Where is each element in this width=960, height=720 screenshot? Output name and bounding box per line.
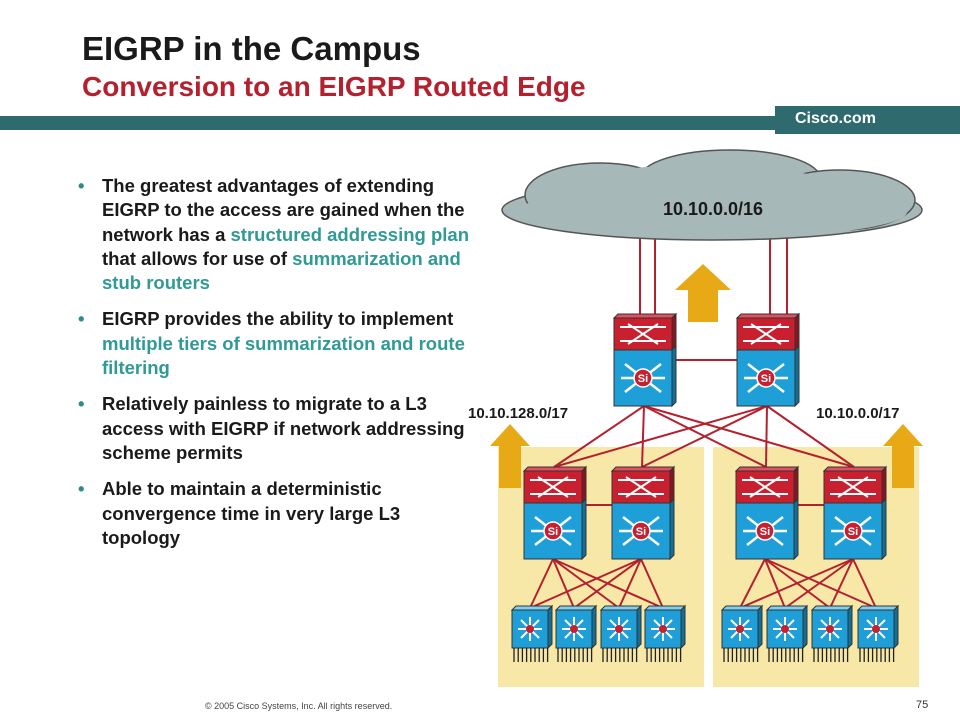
up-arrow-icon: [490, 424, 530, 488]
bullet-text: The greatest advantages of extending EIG…: [102, 175, 465, 245]
network-link: [529, 558, 554, 609]
copyright: © 2005 Cisco Systems, Inc. All rights re…: [205, 701, 393, 711]
switch-badge: Si: [848, 526, 858, 538]
switch-badge: Si: [636, 526, 646, 538]
distribution-switch-icon: Si: [734, 465, 800, 561]
bullet-text: Relatively painless to migrate to a L3 a…: [102, 393, 465, 463]
network-link: [640, 558, 664, 609]
network-link: [784, 558, 854, 609]
bullet-text: Able to maintain a deterministic converg…: [102, 478, 401, 548]
brand-tab: Cisco.com: [775, 106, 960, 134]
network-links: [529, 226, 877, 609]
page-number: 75: [916, 699, 929, 711]
access-switch-icon: [765, 604, 809, 662]
left-subnet-label: 10.10.128.0/17: [468, 405, 568, 422]
network-link: [739, 558, 854, 609]
network-link: [739, 558, 766, 609]
network-link: [552, 558, 575, 609]
access-switch-icon: [554, 604, 598, 662]
bullet-item: • Relatively painless to migrate to a L3…: [78, 393, 465, 463]
network-link: [553, 405, 768, 468]
distribution-switch-icon: Si: [822, 465, 888, 561]
network-link: [618, 558, 642, 609]
network-link: [829, 558, 854, 609]
bullet-item: • EIGRP provides the ability to implemen…: [78, 308, 465, 379]
access-switch-icon: [856, 604, 900, 662]
access-switch-icon: [643, 604, 687, 662]
bullet-highlight: multiple tiers of summarization and rout…: [102, 332, 465, 379]
network-link: [553, 405, 645, 468]
slide-subtitle: Conversion to an EIGRP Routed Edge: [82, 71, 586, 102]
access-switch-icon: [720, 604, 764, 662]
bullet-text: that allows for use of: [102, 247, 293, 269]
slide-title: EIGRP in the Campus: [82, 30, 421, 67]
bullet-text: EIGRP provides the ability to implement: [102, 308, 454, 330]
bullet-list: • The greatest advantages of extending E…: [78, 174, 478, 562]
up-arrow-icon: [675, 264, 731, 322]
access-switch-icon: [510, 604, 554, 662]
bullet-highlight: structured addressing plan: [230, 223, 470, 245]
network-link: [641, 405, 768, 468]
header-bar: [0, 116, 960, 130]
bullet-highlight: summarization and stub routers: [102, 247, 461, 294]
core-switch-icon: Si: [735, 312, 801, 408]
access-switch-icon: [599, 604, 643, 662]
right-subnet-label: 10.10.0.0/17: [816, 405, 899, 422]
network-link: [643, 405, 855, 468]
network-link: [573, 558, 642, 609]
bullet-item: • The greatest advantages of extending E…: [78, 175, 470, 294]
network-link: [764, 558, 786, 609]
access-switch-icon: [810, 604, 854, 662]
brand-label: Cisco.com: [795, 110, 876, 127]
distribution-switch-icon: Si: [522, 465, 588, 561]
cloud-label: 10.10.0.0/16: [663, 199, 763, 219]
distribution-switch-icon: Si: [610, 465, 676, 561]
network-link: [529, 558, 642, 609]
switch-badge: Si: [761, 373, 771, 385]
switch-badge: Si: [638, 373, 648, 385]
network-link: [852, 558, 877, 609]
up-arrow-icon: [883, 424, 923, 488]
bullet-item: • Able to maintain a deterministic conve…: [78, 478, 401, 548]
switch-badge: Si: [548, 526, 558, 538]
network-link: [765, 405, 768, 468]
core-switch-icon: Si: [612, 312, 678, 408]
cloud-icon: [501, 149, 923, 241]
switch-badge: Si: [760, 526, 770, 538]
network-link: [766, 405, 855, 468]
network-link: [641, 405, 645, 468]
